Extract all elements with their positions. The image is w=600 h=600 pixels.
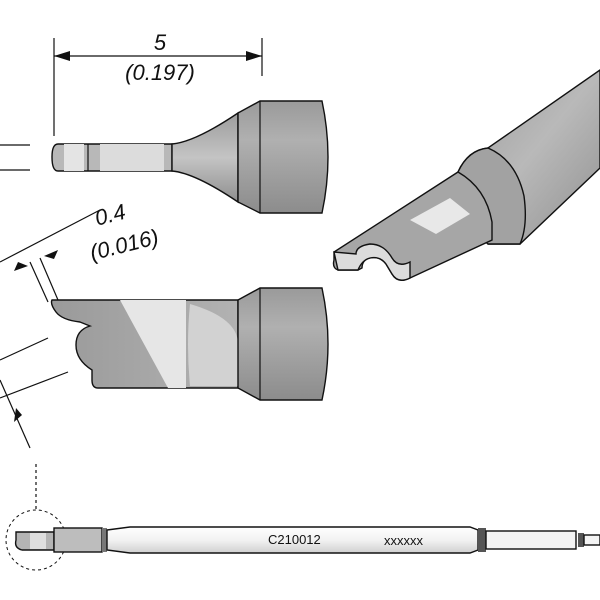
length-value: 5	[154, 30, 167, 55]
iso-blade-edge	[333, 243, 411, 281]
front-reference-line-1	[0, 337, 49, 361]
blade-front-highlight	[120, 300, 186, 388]
length-dimension: 5 (0.197)	[53, 30, 263, 136]
marking-text: xxxxxx	[384, 533, 424, 548]
small-blade-highlight	[30, 533, 46, 549]
front-reference-line-3	[0, 379, 31, 449]
blade-front-curve	[188, 304, 238, 386]
iso-blade-highlight	[410, 198, 470, 234]
body-front	[237, 287, 329, 401]
thickness-value: 0.4	[92, 199, 128, 231]
blade-highlight-2	[100, 144, 164, 171]
thickness-arrow-2-icon	[44, 250, 58, 259]
rear-shaft	[485, 530, 577, 550]
taper-side	[171, 111, 239, 204]
shaft-band	[478, 528, 486, 552]
body-side	[237, 100, 329, 214]
front-arrow-icon	[14, 408, 22, 422]
thickness-dimension: 0.4 (0.016)	[0, 199, 161, 303]
front-reference-line-2	[0, 371, 69, 399]
small-collar-band	[102, 528, 107, 552]
thickness-arrow-icon	[14, 262, 28, 271]
rear-tail	[583, 534, 600, 546]
tip-front-view	[0, 287, 329, 449]
tip-side-view	[0, 100, 329, 214]
blade-highlight	[64, 144, 84, 171]
thickness-extension-1	[39, 257, 59, 301]
part-number: C210012	[268, 532, 321, 547]
rear-band	[578, 533, 584, 547]
tip-isometric-view	[332, 69, 600, 281]
small-collar	[53, 527, 103, 553]
thickness-extension-2	[29, 261, 49, 303]
full-tip-view: C210012 xxxxxx	[5, 464, 600, 571]
thickness-leader	[0, 209, 101, 263]
arrow-right-icon	[246, 51, 262, 61]
length-inch-value: (0.197)	[125, 60, 195, 85]
arrow-left-icon	[54, 51, 70, 61]
